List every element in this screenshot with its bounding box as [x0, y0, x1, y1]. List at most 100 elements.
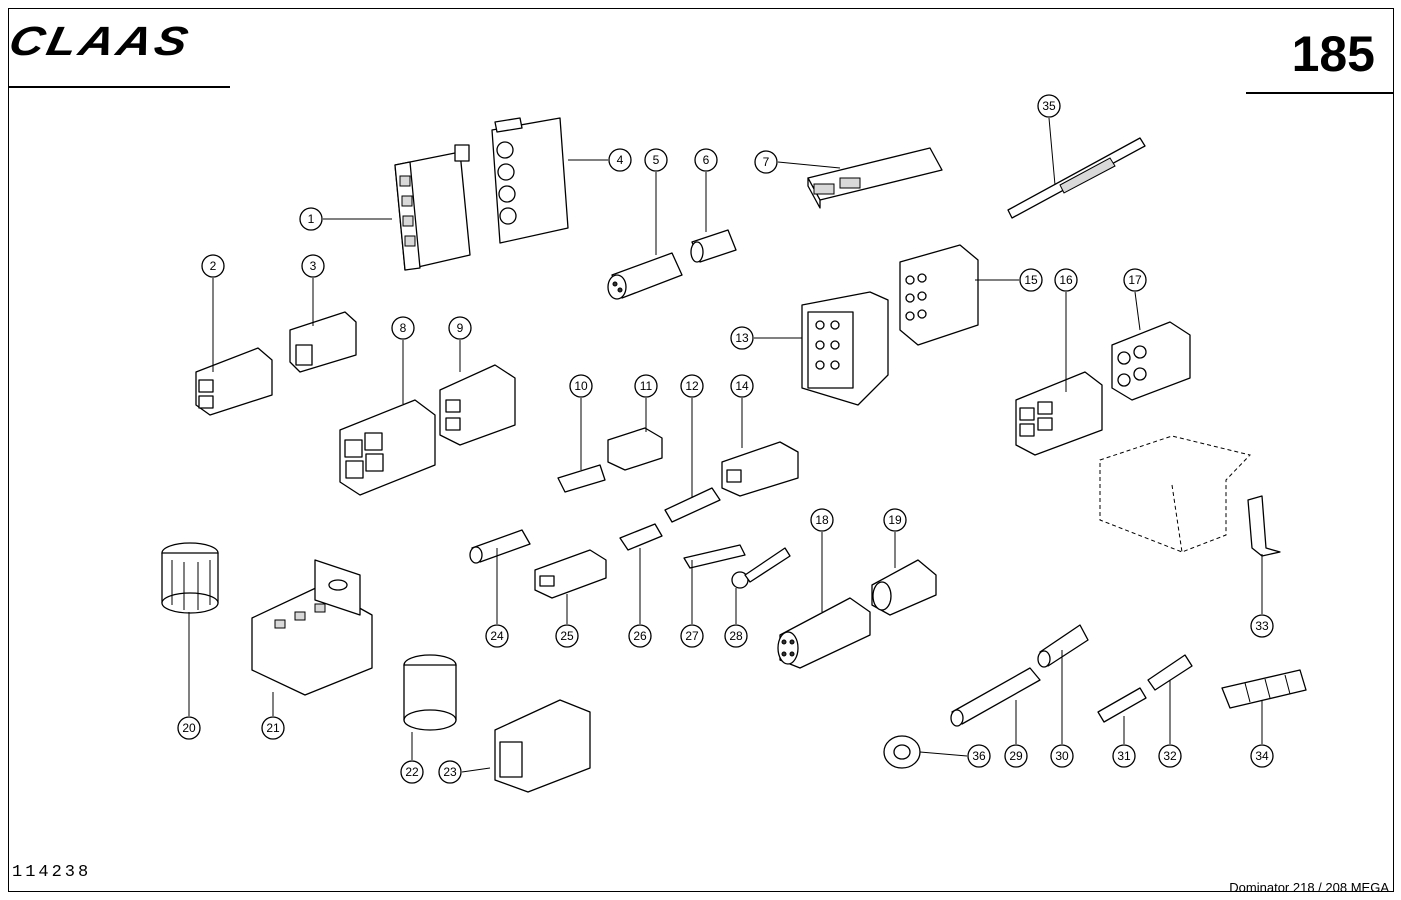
- part-1-connector-housing: [394, 144, 471, 271]
- svg-text:23: 23: [443, 765, 457, 779]
- part-24-boot: [469, 529, 531, 564]
- part-3-connector: [289, 311, 357, 373]
- page-number: 185: [1291, 26, 1375, 82]
- part-10-terminal: [557, 464, 606, 493]
- page-frame: [8, 8, 1394, 892]
- callout-7: 7: [754, 150, 778, 174]
- svg-text:26: 26: [633, 629, 647, 643]
- svg-text:9: 9: [457, 321, 464, 335]
- part-13-multipin-connector: [801, 291, 889, 406]
- callout-27: 27: [680, 624, 704, 648]
- svg-text:36: 36: [972, 749, 986, 763]
- callout-5: 5: [644, 148, 668, 172]
- callout-16: 16: [1054, 268, 1078, 292]
- part-14-connector: [721, 441, 799, 497]
- callout-23: 23: [438, 760, 462, 784]
- part-18-round-connector: [777, 597, 871, 669]
- svg-text:21: 21: [266, 721, 280, 735]
- callout-35: 35: [1037, 94, 1061, 118]
- callout-30: 30: [1050, 744, 1074, 768]
- callout-36: 36: [967, 744, 991, 768]
- svg-text:10: 10: [574, 379, 588, 393]
- svg-text:2: 2: [210, 259, 217, 273]
- part-32-terminal: [1147, 654, 1193, 691]
- part-5-cylinder-connector: [607, 252, 683, 300]
- callout-20: 20: [177, 716, 201, 740]
- callout-11: 11: [634, 374, 658, 398]
- svg-text:18: 18: [815, 513, 829, 527]
- callout-14: 14: [730, 374, 754, 398]
- part-29-pin: [950, 667, 1041, 727]
- callout-8: 8: [391, 316, 415, 340]
- page-number-underline: [1246, 92, 1394, 94]
- part-20-round-connector: [161, 542, 219, 614]
- svg-text:30: 30: [1055, 749, 1069, 763]
- callout-9: 9: [448, 316, 472, 340]
- callout-24: 24: [485, 624, 509, 648]
- logo-underline: [8, 86, 230, 88]
- part-25-connector: [534, 549, 607, 599]
- svg-text:28: 28: [729, 629, 743, 643]
- svg-text:29: 29: [1009, 749, 1023, 763]
- callout-19: 19: [883, 508, 907, 532]
- svg-text:14: 14: [735, 379, 749, 393]
- svg-text:32: 32: [1163, 749, 1177, 763]
- callout-1: 1: [299, 207, 323, 231]
- svg-text:34: 34: [1255, 749, 1269, 763]
- callout-2: 2: [201, 254, 225, 278]
- part-6-socket: [690, 229, 737, 263]
- callout-17: 17: [1123, 268, 1147, 292]
- svg-text:5: 5: [653, 153, 660, 167]
- svg-text:12: 12: [685, 379, 699, 393]
- callout-10: 10: [569, 374, 593, 398]
- part-21-relay-socket: [251, 559, 373, 696]
- part-15-multipin-connector: [899, 244, 979, 346]
- callouts: 1 2 3 4 5 6 7 8 9 10 11 12 13 14 15 16 1…: [177, 94, 1274, 784]
- callout-12: 12: [680, 374, 704, 398]
- svg-text:22: 22: [405, 765, 419, 779]
- svg-text:33: 33: [1255, 619, 1269, 633]
- part-16-six-cavity-connector: [1015, 371, 1103, 456]
- callout-31: 31: [1112, 744, 1136, 768]
- part-36-grommet: [883, 735, 921, 769]
- part-2-two-pin-connector: [195, 347, 273, 416]
- part-7-flat-plug: [807, 147, 943, 209]
- svg-text:35: 35: [1042, 99, 1056, 113]
- callout-18: 18: [810, 508, 834, 532]
- part-31-terminal: [1097, 687, 1147, 723]
- svg-text:11: 11: [640, 379, 653, 393]
- svg-text:3: 3: [310, 259, 317, 273]
- callout-28: 28: [724, 624, 748, 648]
- callout-25: 25: [555, 624, 579, 648]
- part-11-connector: [607, 427, 663, 471]
- callout-13: 13: [730, 326, 754, 350]
- svg-text:25: 25: [560, 629, 574, 643]
- part-35-extraction-tool: [1007, 137, 1146, 219]
- part-23-connector-housing: [494, 699, 591, 793]
- part-drawings: [161, 117, 1307, 793]
- part-26-terminal: [619, 523, 663, 551]
- callout-3: 3: [301, 254, 325, 278]
- callout-34: 34: [1250, 744, 1274, 768]
- part-19-round-connector: [871, 559, 937, 616]
- part-12-terminal: [664, 487, 721, 523]
- part-9-connector: [439, 364, 516, 446]
- part-30-socket: [1037, 624, 1089, 668]
- svg-text:6: 6: [703, 153, 710, 167]
- callout-33: 33: [1250, 614, 1274, 638]
- svg-text:17: 17: [1128, 273, 1142, 287]
- part-22-round-housing: [403, 654, 457, 731]
- dashed-housing-outline: [1099, 435, 1251, 553]
- callout-29: 29: [1004, 744, 1028, 768]
- svg-text:20: 20: [182, 721, 196, 735]
- svg-text:1: 1: [308, 212, 315, 226]
- document-number: 114238: [12, 863, 92, 882]
- svg-text:31: 31: [1117, 749, 1131, 763]
- callout-15: 15: [1019, 268, 1043, 292]
- part-4-connector: [491, 117, 569, 244]
- callout-26: 26: [628, 624, 652, 648]
- svg-text:24: 24: [490, 629, 504, 643]
- part-27-terminal: [683, 544, 746, 569]
- svg-text:8: 8: [400, 321, 407, 335]
